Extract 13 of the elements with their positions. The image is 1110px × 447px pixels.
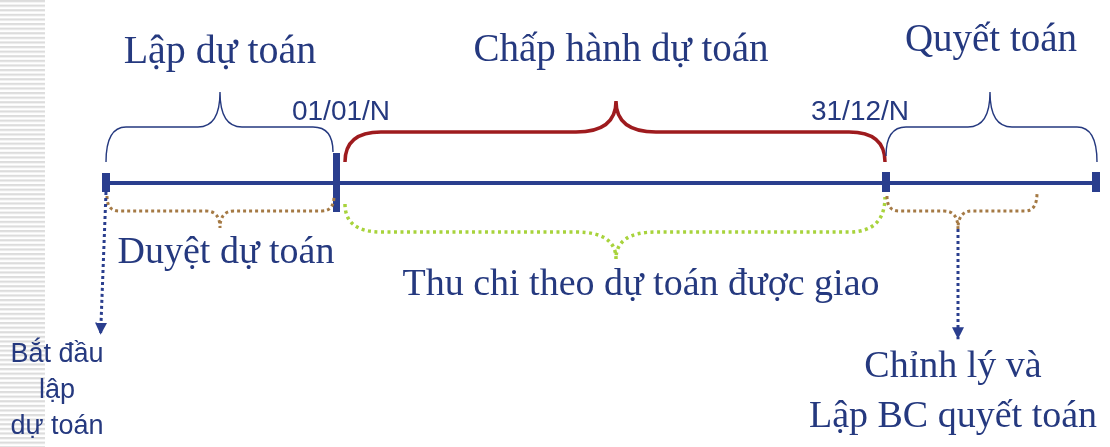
- timeline-start-tick: [102, 173, 110, 192]
- callout-text: Bắt đầu lập dự toán: [10, 334, 104, 443]
- phase-label: Lập dự toán: [123, 27, 317, 72]
- activity-label: Thu chi theo dự toán được giao: [402, 263, 880, 302]
- activity-label: Duyệt dự toán: [117, 231, 335, 270]
- date-label: 31/12/N: [810, 97, 910, 126]
- phase-label: Chấp hành dự toán: [473, 27, 769, 71]
- callout-text: Chỉnh lý và Lập BC quyết toán: [808, 339, 1098, 440]
- dotted-arrow: [95, 191, 108, 335]
- dotted-curly-brace: [885, 192, 1039, 231]
- phase-label: Quyết toán: [904, 17, 1078, 61]
- date-label: 01/01/N: [291, 97, 391, 126]
- dotted-arrow: [952, 229, 964, 340]
